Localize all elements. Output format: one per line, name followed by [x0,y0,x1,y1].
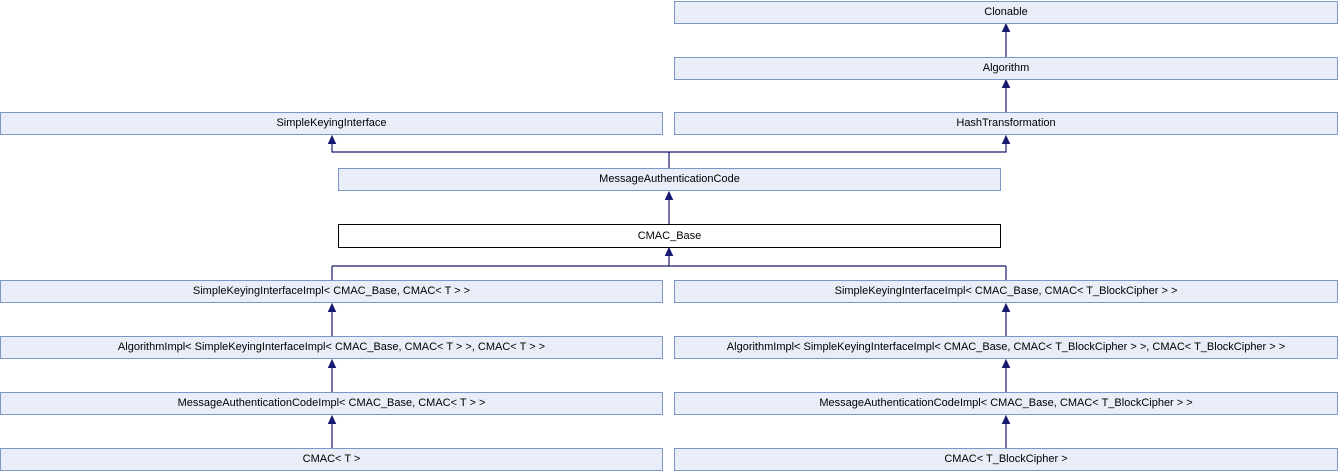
node-hash-transformation[interactable]: HashTransformation [674,112,1338,135]
edge-hashtransformation-to-algorithm [1001,78,1011,112]
node-simple-keying-interface-impl-t[interactable]: SimpleKeyingInterfaceImpl< CMAC_Base, CM… [0,280,663,303]
edge-cmac-to-macimpl-right [1001,414,1011,448]
node-simple-keying-interface[interactable]: SimpleKeyingInterface [0,112,663,135]
node-message-authentication-code-impl-tblockcipher[interactable]: MessageAuthenticationCodeImpl< CMAC_Base… [674,392,1338,415]
node-cmac-base-current: CMAC_Base [338,224,1001,248]
node-algorithm[interactable]: Algorithm [674,57,1338,80]
node-cmac-t[interactable]: CMAC< T > [0,448,663,471]
edge-algimpl-to-skii-left [327,302,337,336]
node-algorithm-impl-t[interactable]: AlgorithmImpl< SimpleKeyingInterfaceImpl… [0,336,663,359]
edge-algorithm-to-clonable [1001,22,1011,57]
edge-cmac-to-macimpl-left [327,414,337,448]
node-cmac-tblockcipher[interactable]: CMAC< T_BlockCipher > [674,448,1338,471]
node-algorithm-impl-tblockcipher[interactable]: AlgorithmImpl< SimpleKeyingInterfaceImpl… [674,336,1338,359]
edge-macimpl-to-algimpl-left [327,358,337,392]
node-message-authentication-code-impl-t[interactable]: MessageAuthenticationCodeImpl< CMAC_Base… [0,392,663,415]
node-message-authentication-code[interactable]: MessageAuthenticationCode [338,168,1001,191]
edge-macimpl-to-algimpl-right [1001,358,1011,392]
edge-algimpl-to-skii-right [1001,302,1011,336]
node-simple-keying-interface-impl-tblockcipher[interactable]: SimpleKeyingInterfaceImpl< CMAC_Base, CM… [674,280,1338,303]
edge-cmacbase-to-mac [664,190,674,224]
edge-skii-to-cmacbase [331,246,1007,280]
edge-mac-to-ski-and-ht [327,134,1011,168]
node-clonable[interactable]: Clonable [674,1,1338,24]
